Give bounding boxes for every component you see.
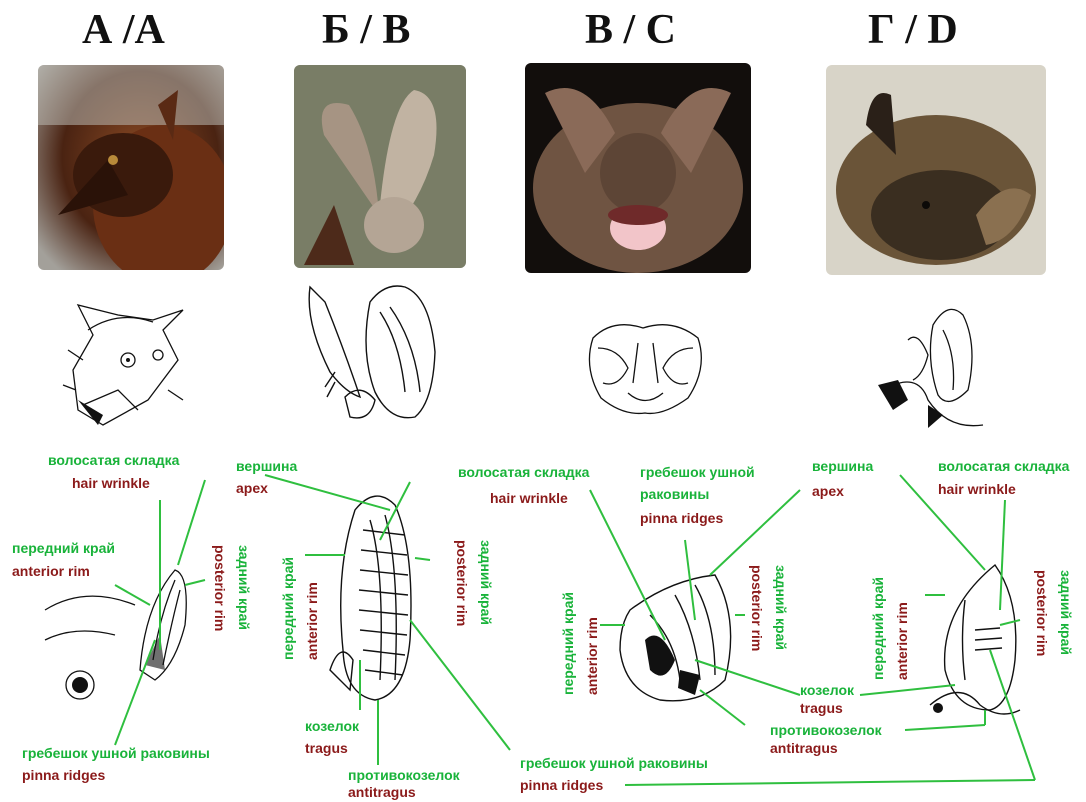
- label-d-antitragus-en: antitragus: [770, 740, 838, 756]
- label-b-apex-en: apex: [236, 480, 268, 496]
- label-b-anterior-en: anterior rim: [304, 582, 320, 660]
- label-a-hair-wrinkle-en: hair wrinkle: [72, 475, 150, 491]
- label-d-hair-wrinkle-en: hair wrinkle: [938, 481, 1016, 497]
- label-a-anterior-en: anterior rim: [12, 563, 90, 579]
- label-c-pinna-ru-line1: гребешок ушной: [640, 464, 755, 480]
- label-c-anterior-ru: передний край: [560, 592, 576, 695]
- label-b-posterior-en: posterior rim: [454, 540, 470, 626]
- label-d-anterior-ru: передний край: [870, 577, 886, 680]
- label-d-antitragus-ru: противокозелок: [770, 722, 882, 738]
- label-d-tragus-en: tragus: [800, 700, 843, 716]
- label-c-anterior-en: anterior rim: [584, 617, 600, 695]
- label-a-anterior-ru: передний край: [12, 540, 115, 556]
- label-d-tragus-ru: козелок: [800, 682, 854, 698]
- label-a-posterior-en: posterior rim: [212, 545, 228, 631]
- label-a-hair-wrinkle-ru: волосатая складка: [48, 452, 179, 468]
- label-a-pinna-ru: гребешок ушной раковины: [22, 745, 210, 761]
- label-c-hair-wrinkle-ru: волосатая складка: [458, 464, 589, 480]
- label-a-pinna-en: pinna ridges: [22, 767, 105, 783]
- label-b-tragus-ru: козелок: [305, 718, 359, 734]
- label-d-apex-en: apex: [812, 483, 844, 499]
- label-b-antitragus-en: antitragus: [348, 784, 416, 800]
- label-c-posterior-ru: задний край: [773, 565, 789, 650]
- label-b-tragus-en: tragus: [305, 740, 348, 756]
- label-c-posterior-en: posterior rim: [749, 565, 765, 651]
- label-a-posterior-ru: задний край: [236, 545, 252, 630]
- label-d-hair-wrinkle-ru: волосатая складка: [938, 458, 1069, 474]
- label-b-apex-ru: вершина: [236, 458, 297, 474]
- label-d-apex-ru: вершина: [812, 458, 873, 474]
- label-d-anterior-en: anterior rim: [894, 602, 910, 680]
- label-c-pinna-bottom-ru: гребешок ушной раковины: [520, 755, 708, 771]
- label-b-antitragus-ru: противокозелок: [348, 767, 460, 783]
- label-c-pinna-en: pinna ridges: [640, 510, 723, 526]
- label-c-pinna-bottom-en: pinna ridges: [520, 777, 603, 793]
- label-c-pinna-ru-line2: раковины: [640, 486, 709, 502]
- label-b-anterior-ru: передний край: [280, 557, 296, 660]
- label-d-posterior-ru: задний край: [1058, 570, 1074, 655]
- label-b-posterior-ru: задний край: [478, 540, 494, 625]
- label-d-posterior-en: posterior rim: [1034, 570, 1050, 656]
- label-c-hair-wrinkle-en: hair wrinkle: [490, 490, 568, 506]
